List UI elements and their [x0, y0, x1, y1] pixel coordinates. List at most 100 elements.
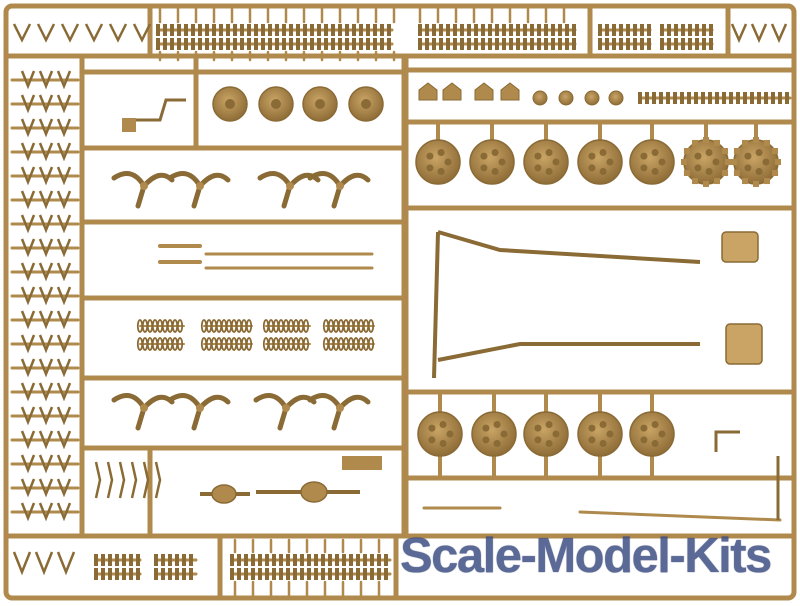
wheel-hole — [545, 420, 553, 428]
track-link — [108, 23, 128, 43]
track-link-piece — [191, 38, 195, 50]
track-link-piece — [233, 38, 237, 50]
track-link-piece — [626, 24, 630, 36]
track-link — [20, 286, 36, 306]
wheel-hole — [640, 164, 648, 172]
small-link — [94, 461, 102, 499]
track-link-piece — [289, 38, 293, 50]
track-link-piece — [612, 24, 616, 36]
wheel-hole — [534, 424, 542, 432]
wheel-hole — [552, 430, 560, 438]
track-link — [20, 358, 36, 378]
road-wheel — [523, 411, 569, 457]
track-link-piece — [182, 554, 186, 566]
track-link-piece — [279, 568, 283, 580]
track-link-piece — [233, 24, 237, 36]
track-link-piece — [189, 554, 193, 566]
track-link-piece — [265, 568, 269, 580]
track-link-piece — [702, 24, 706, 36]
track-link-piece — [349, 554, 353, 566]
track-link-piece — [363, 568, 367, 580]
track-link-piece — [729, 92, 733, 104]
track-link-piece — [205, 38, 209, 50]
track-link-piece — [168, 568, 172, 580]
track-link-piece — [572, 24, 576, 36]
track-link-piece — [605, 38, 609, 50]
track-link-piece — [359, 24, 363, 36]
track-link — [730, 23, 748, 44]
wheel-hole — [744, 164, 752, 172]
track-link-piece — [94, 554, 98, 566]
wheel-hole — [439, 420, 447, 428]
track-link-piece — [743, 92, 747, 104]
track-link-piece — [251, 554, 255, 566]
wheel-hub — [271, 99, 281, 109]
block-part — [342, 456, 382, 470]
track-link-piece — [660, 38, 664, 50]
track-link — [38, 454, 54, 474]
track-link-piece — [750, 92, 754, 104]
track-link-piece — [170, 24, 174, 36]
track-link-piece — [314, 568, 318, 580]
road-wheel — [577, 411, 623, 457]
track-link-piece — [467, 38, 471, 50]
track-link-piece — [551, 38, 555, 50]
track-link-piece — [168, 554, 172, 566]
track-link — [20, 190, 36, 210]
wheel-hole — [712, 158, 720, 166]
track-link-piece — [509, 38, 513, 50]
track-link-piece — [191, 24, 195, 36]
track-link — [56, 478, 72, 498]
wheel-hole — [545, 440, 553, 448]
track-link-piece — [659, 92, 663, 104]
sprocket-tooth — [703, 181, 709, 187]
small-link — [154, 461, 162, 499]
track-link-piece — [335, 568, 339, 580]
small-link — [142, 461, 150, 499]
sprocket-tooth — [683, 148, 690, 154]
bracket-base — [122, 118, 136, 132]
track-link — [34, 551, 54, 576]
track-link-piece — [272, 568, 276, 580]
small-wheel — [558, 90, 574, 106]
track-link-piece — [177, 24, 181, 36]
road-wheel — [469, 139, 515, 185]
spring-coil — [245, 319, 253, 333]
sprocket-tooth — [733, 170, 740, 176]
wheel-hole — [493, 420, 501, 428]
track-link-piece — [254, 24, 258, 36]
track-link-piece — [296, 38, 300, 50]
road-wheel — [629, 139, 675, 185]
rod-part — [578, 510, 782, 522]
track-link-piece — [366, 38, 370, 50]
track-link — [56, 70, 72, 90]
track-link-piece — [289, 24, 293, 36]
wheel-hole — [762, 158, 770, 166]
sprocket-tooth — [742, 178, 748, 185]
track-link-piece — [446, 38, 450, 50]
wheel-hole — [694, 164, 702, 172]
sprocket-tooth — [764, 139, 770, 146]
track-link-piece — [212, 38, 216, 50]
track-link-piece — [314, 554, 318, 566]
track-link-piece — [279, 554, 283, 566]
track-link — [38, 286, 54, 306]
track-link — [56, 454, 72, 474]
track-link-piece — [237, 554, 241, 566]
track-link-piece — [373, 38, 377, 50]
sprocket-tooth — [703, 137, 709, 143]
track-link-piece — [296, 24, 300, 36]
wheel-hole — [545, 168, 553, 176]
sprocket-tooth — [772, 148, 779, 154]
track-link-piece — [681, 24, 685, 36]
sprocket-tooth — [731, 159, 737, 165]
track-link-piece — [640, 24, 644, 36]
track-link-piece — [551, 24, 555, 36]
track-link — [750, 23, 768, 44]
wheel-hole — [534, 152, 542, 160]
small-part — [418, 82, 438, 101]
track-link — [20, 238, 36, 258]
road-wheel — [417, 411, 463, 457]
track-link — [20, 478, 36, 498]
